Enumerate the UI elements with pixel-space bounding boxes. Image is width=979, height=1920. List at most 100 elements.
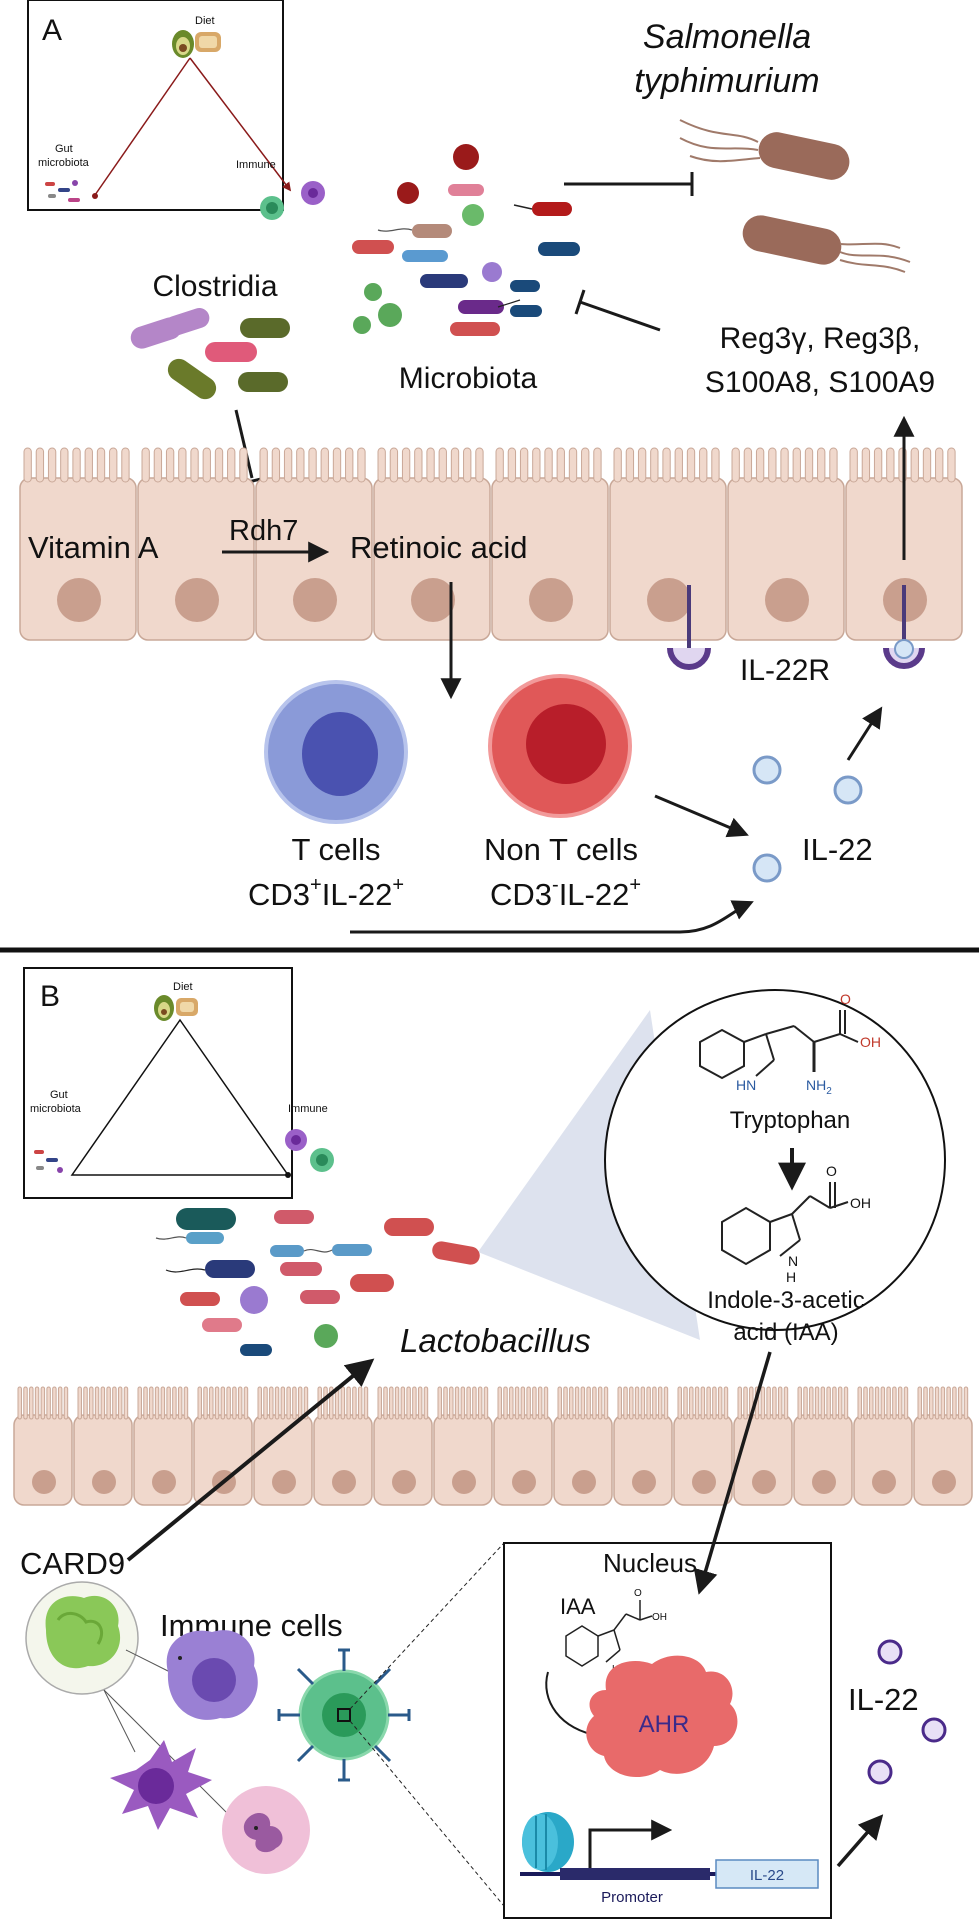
microvillus [637,447,647,483]
microvillus [803,1386,808,1420]
tryptophan-nh2-label: NH2 [806,1077,832,1097]
cell-nucleus [411,578,455,622]
tryptophan-oh-label: OH [860,1034,881,1050]
microvillus [183,1386,189,1420]
microvillus [323,1386,328,1420]
cell-nucleus [765,578,809,622]
microvillus [829,447,838,483]
microvillus [569,1386,574,1420]
microvillus [377,1386,382,1420]
iaa-oh-label: OH [850,1195,871,1211]
microvillus [520,1386,526,1420]
microvillus [617,1386,622,1420]
microvillus [537,1386,543,1420]
microvillus [214,447,224,483]
microvillus [922,447,932,483]
microvillus [892,1386,897,1420]
microvillus [556,447,565,483]
microvillus [826,1386,831,1420]
microvillus [766,1386,771,1420]
microvillus [897,1386,903,1420]
cell-nucleus [512,1470,536,1494]
il22-receptor-icon-2 [883,585,925,669]
microvillus [160,1386,166,1420]
microvillus [755,447,765,483]
microvillus [35,447,45,483]
microvillus [814,1386,820,1420]
microvillus [377,447,386,483]
microvillus [401,447,411,483]
microvillus [706,1386,711,1420]
panel-b: B Diet Gut microbiota Immune [13,967,973,1919]
microvillus [423,1386,429,1420]
microvillus [832,1386,837,1420]
microvillus [257,1386,262,1420]
microvillus [768,447,777,483]
microvillus [477,1386,483,1420]
microvillus [623,1386,628,1420]
cell-nucleus [152,1470,176,1494]
microvillus [449,1386,454,1420]
microvillus [634,1386,640,1420]
microvillus [123,1386,129,1420]
microvillus [17,1386,22,1420]
microvillus [581,447,590,483]
microvillus [352,1386,357,1420]
microvillus [417,1386,423,1420]
microvillus [863,1386,868,1420]
panel-a-letter: A [42,14,62,47]
microvillus [141,447,150,483]
iaa-oxygen-label: O [826,1163,837,1179]
zoom-line-bottom [349,1720,505,1907]
microvillus [603,1386,609,1420]
microvillus [106,1386,111,1420]
microvillus [280,1386,286,1420]
inset-b-diet-label: Diet [173,981,193,993]
microvillus [743,1386,748,1420]
microvillus [613,447,622,483]
microvillus [683,1386,688,1420]
microvillus [63,1386,69,1420]
microvillus [389,447,399,483]
microvillus [797,1386,802,1420]
microvillus [96,447,106,483]
microvillus [137,1386,142,1420]
microvillus [809,1386,814,1420]
il22-to-receptor-arrow [846,706,883,761]
microvillus [29,1386,34,1420]
microvillus [874,1386,880,1420]
microvillus [532,1386,537,1420]
microvillus [817,447,826,483]
il22r-label: IL-22R [740,654,830,687]
microvillus [957,1386,963,1420]
microvillus [820,1386,826,1420]
microvillus [952,1386,957,1420]
tryptophan-oxygen-label: O [840,991,851,1007]
microvillus [271,447,281,483]
microvillus [112,1386,117,1420]
inset-a-arrow-immune [189,57,292,192]
microvillus [903,1386,909,1420]
microvillus [121,447,130,483]
microvillus [84,447,93,483]
microvillus [580,1386,586,1420]
microvillus [340,1386,346,1420]
ahr-protein-icon [586,1655,738,1778]
avocado-icon-b [154,995,174,1021]
microvillus [475,447,484,483]
microvillus [543,1386,549,1420]
bread-icon-b [176,998,198,1016]
microvillus [383,1386,388,1420]
microvillus [526,1386,531,1420]
microvillus [777,1386,783,1420]
iaa-small-oh: OH [652,1612,667,1623]
microvillus [783,1386,789,1420]
microvillus [357,1386,363,1420]
microvillus [507,447,517,483]
microvillus [843,1386,849,1420]
epithelium-b [13,1386,973,1506]
il22-label-a: IL-22 [802,832,873,867]
microvillus [47,447,57,483]
panel-a: A Diet Gut microbiota I [19,0,963,934]
microvillus [760,1386,766,1420]
